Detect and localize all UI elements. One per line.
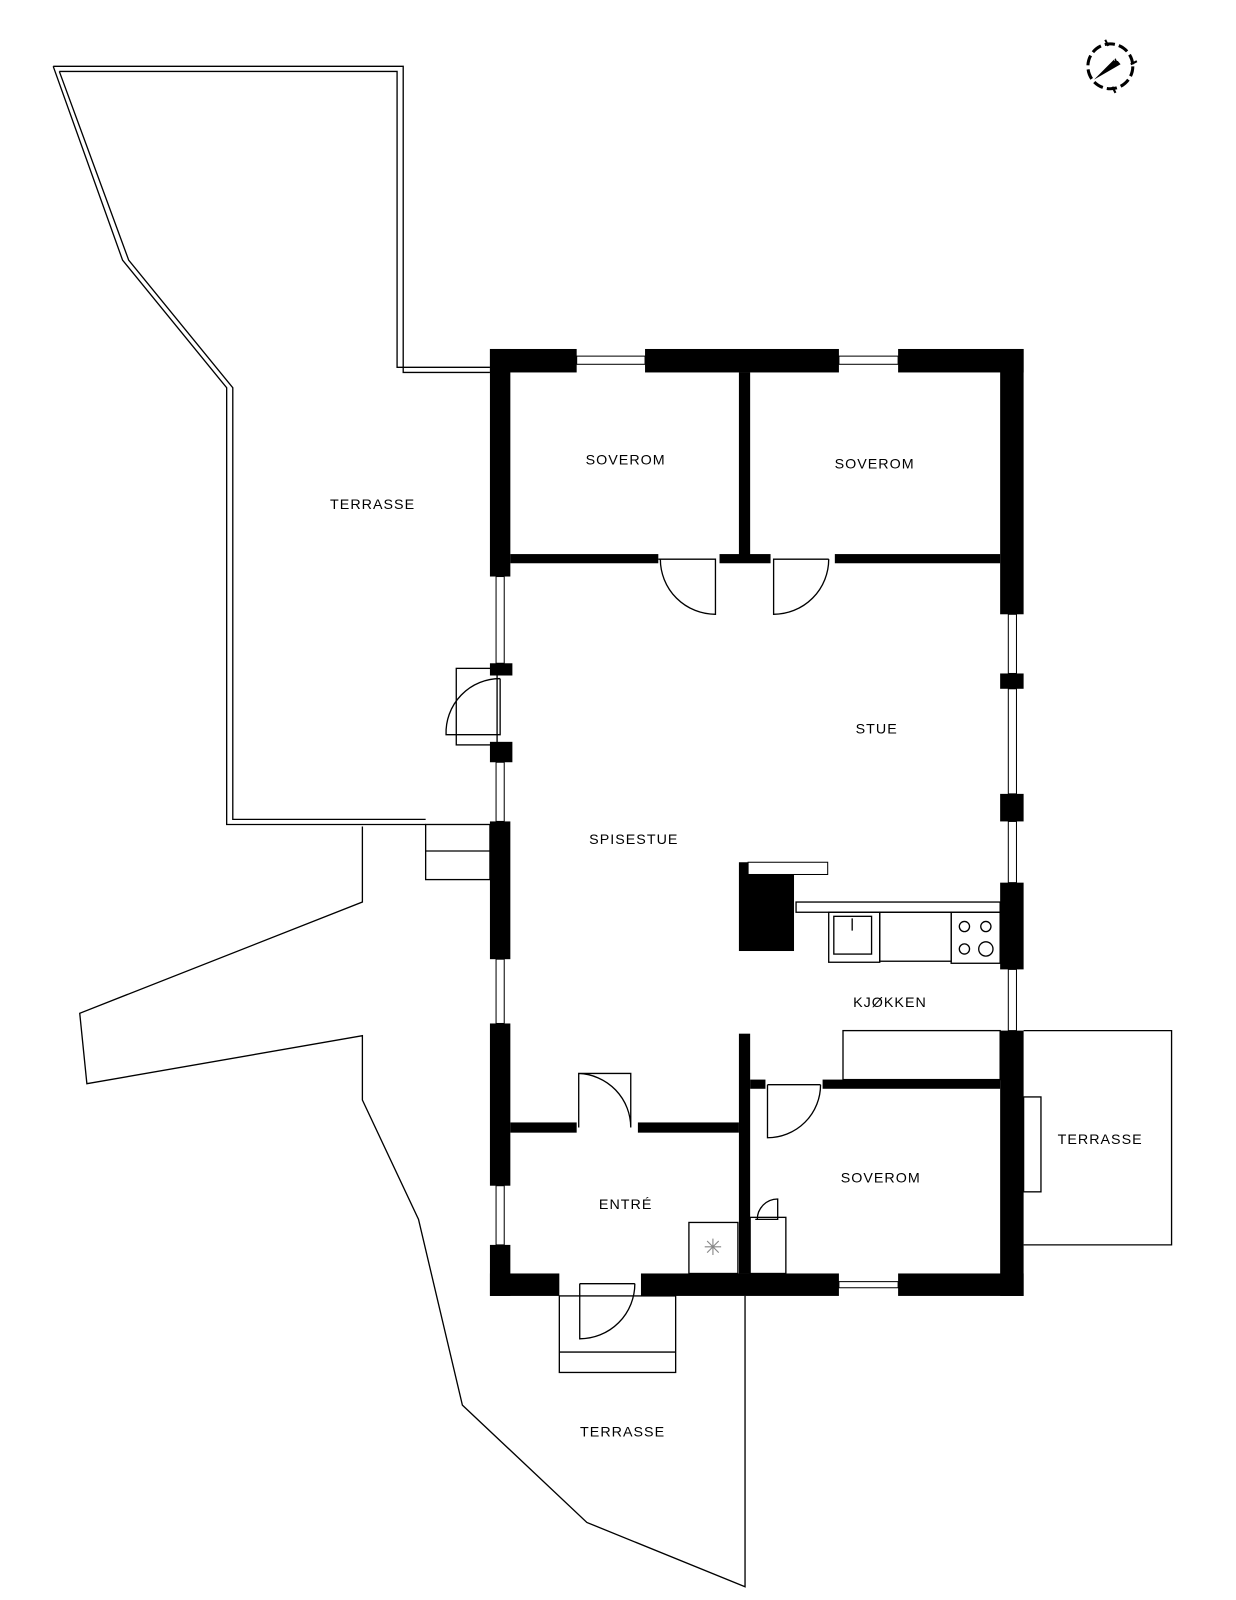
terrace-west-outline <box>52 65 490 826</box>
kitchen-fixtures: ✳ <box>688 861 1001 1275</box>
compass-letter: N <box>1114 56 1119 63</box>
closet <box>749 1216 787 1275</box>
cabinet <box>842 1029 1001 1081</box>
heat-pump-icon <box>688 1221 739 1275</box>
label-kjokken: KJØKKEN <box>853 995 927 1011</box>
label-spisestue: SPISESTUE <box>589 832 678 848</box>
terrace-southwest-outline <box>79 826 746 1588</box>
steps-south <box>558 1295 677 1374</box>
label-terrasse-south: TERRASSE <box>580 1425 665 1441</box>
stove-icon <box>950 911 1001 964</box>
label-terrasse-east: TERRASSE <box>1058 1132 1143 1148</box>
label-soverom-3: SOVEROM <box>841 1171 921 1187</box>
label-soverom-2: SOVEROM <box>835 456 915 472</box>
label-terrasse-west: TERRASSE <box>330 497 415 513</box>
label-entre: ENTRÉ <box>599 1196 652 1213</box>
compass-north-arrow-icon <box>1086 39 1138 94</box>
steps-west <box>424 823 491 881</box>
windows <box>495 355 1017 1289</box>
label-stue: STUE <box>856 722 898 738</box>
svg-text:✳: ✳ <box>703 1235 723 1260</box>
label-soverom-1: SOVEROM <box>586 452 666 468</box>
walls <box>489 348 1024 1296</box>
doors <box>445 558 830 1340</box>
fireplace-icon <box>738 862 795 952</box>
counter <box>795 901 1001 913</box>
